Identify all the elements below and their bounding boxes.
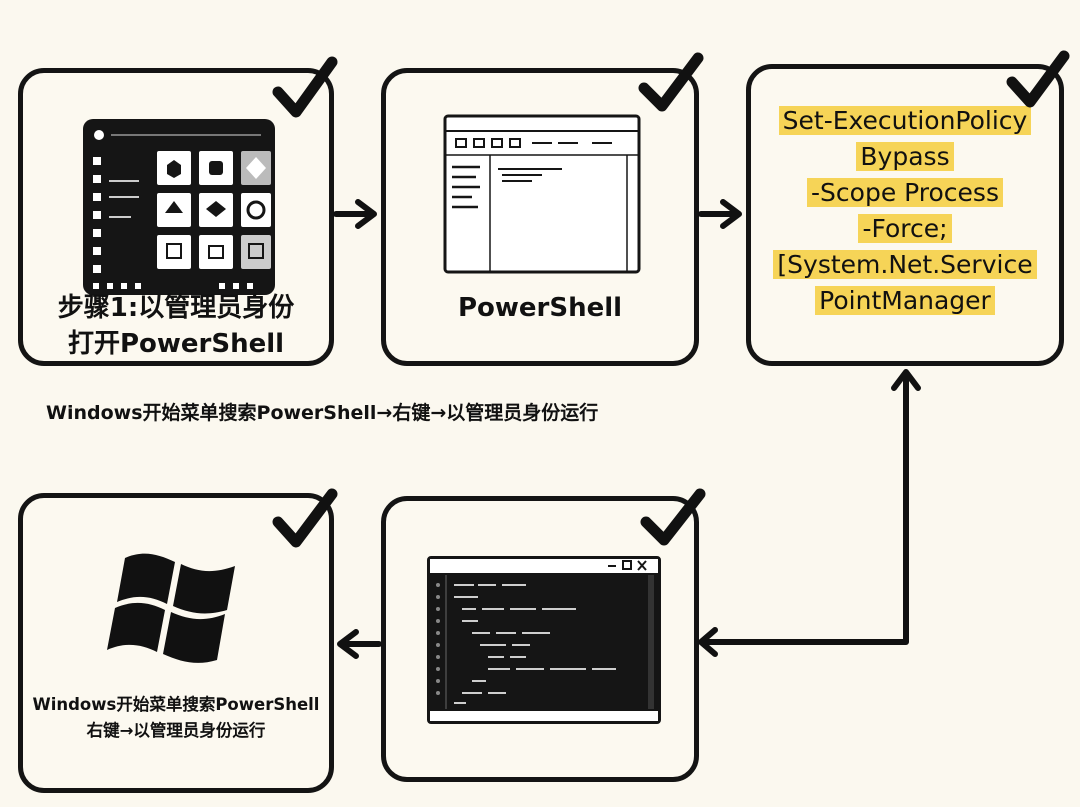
execution-policy-code: Set-ExecutionPolicy Bypass -Scope Proces…: [751, 103, 1059, 319]
step2-title: PowerShell: [457, 293, 623, 323]
step1-card: 步骤1:以管理员身份 打开PowerShell: [18, 68, 334, 366]
instruction-caption: Windows开始菜单搜索PowerShell→右键→以管理员身份运行: [46, 402, 599, 424]
code-line-1: Set-ExecutionPolicy: [778, 106, 1032, 135]
check-icon: [638, 52, 704, 112]
arrow-right-icon: [333, 199, 377, 229]
step1-title-line1: 步骤1:以管理员身份: [57, 293, 295, 323]
step4-text-line2: 右键→以管理员身份运行: [86, 721, 266, 740]
check-icon: [640, 488, 706, 546]
arrow-right-icon: [698, 199, 742, 229]
check-icon: [272, 56, 338, 118]
code-line-4: -Force;: [858, 214, 952, 243]
step2-card: PowerShell: [381, 68, 699, 366]
terminal-code-icon: [427, 556, 661, 724]
code-line-3: -Scope Process: [807, 178, 1003, 207]
code-line-6: PointManager: [815, 286, 995, 315]
code-line-5: [System.Net.Service: [773, 250, 1037, 279]
step1-title-line2: 打开PowerShell: [67, 329, 285, 359]
check-icon: [272, 488, 338, 548]
step5-card: [381, 496, 699, 782]
code-line-2: Bypass: [856, 142, 954, 171]
start-menu-icon: [83, 119, 275, 295]
powershell-window-icon: [443, 114, 641, 274]
windows-logo-icon: [107, 553, 235, 663]
step4-text-line1: Windows开始菜单搜索PowerShell: [32, 695, 320, 714]
step4-card: Windows开始菜单搜索PowerShell 右键→以管理员身份运行: [18, 493, 334, 793]
arrow-up-icon: [698, 369, 921, 657]
check-icon: [1006, 50, 1070, 108]
arrow-left-icon: [337, 629, 382, 659]
step3-card: Set-ExecutionPolicy Bypass -Scope Proces…: [746, 64, 1064, 366]
